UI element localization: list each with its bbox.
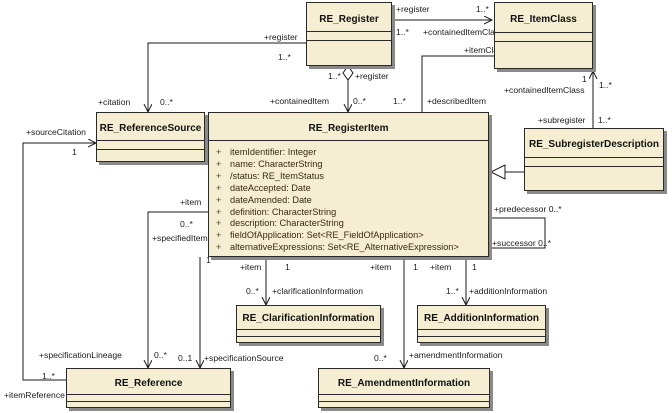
attribute: +definition: CharacterString [216, 206, 337, 217]
mult-amend: 0..* [374, 353, 388, 363]
generalization-triangle [489, 164, 506, 180]
attribute: +dateAmended: Date [216, 194, 312, 205]
assoc-register-referencesource [148, 42, 306, 112]
assoc-registeritem-reference-lineage [148, 211, 208, 368]
label-item-add: +item [430, 262, 451, 272]
label-item-reference: +itemReference [4, 390, 65, 400]
label-addition-information: +additionInformation [469, 286, 547, 296]
class-re-registeritem[interactable]: RE_RegisterItem +itemIdentifier: Integer… [208, 112, 489, 257]
label-contained-item-class-sub: +containedItemClass [504, 85, 585, 95]
mult-clar: 0..* [246, 286, 260, 296]
attribute: +dateAccepted: Date [216, 182, 311, 193]
label-specification-source: +specificationSource [204, 353, 284, 363]
label-specification-lineage: +specificationLineage [39, 350, 122, 360]
attribute: +alternativeExpressions: Set<RE_Alternat… [216, 242, 459, 253]
label-clarification-information: +clarificationInformation [272, 286, 363, 296]
label-register-top: +register [396, 4, 430, 14]
label-described-item: +describedItem [427, 96, 486, 106]
label-item-clar: +item [240, 262, 261, 272]
label-subregister: +subregister [538, 115, 586, 125]
mult-lineage: 0..* [154, 350, 168, 360]
mult-amend-one: 1 [413, 262, 418, 272]
class-name: RE_AdditionInformation [424, 313, 539, 324]
attribute: +fieldOfApplication: Set<RE_FieldOfAppli… [216, 230, 424, 241]
class-re-amendmentinformation[interactable]: RE_AmendmentInformation [318, 368, 490, 408]
mult-clar-one: 1 [285, 262, 290, 272]
mult-item-ref: 0..* [180, 219, 194, 229]
mult-add: 1..* [446, 286, 460, 296]
label-item-ref: +item [180, 197, 201, 207]
class-name: RE_ClarificationInformation [242, 313, 375, 324]
class-re-referencesource[interactable]: RE_ReferenceSource [96, 112, 205, 162]
class-name: RE_RegisterItem [308, 123, 389, 134]
label-amendment-information: +amendmentInformation [409, 350, 503, 360]
label-successor: +successor 0..* [492, 238, 552, 248]
attribute: +itemIdentifier: Integer [216, 147, 317, 157]
attribute: +name: CharacterString [216, 158, 323, 169]
mult-sub-top: 1..* [599, 80, 613, 90]
label-specified-item: +specifiedItem [152, 233, 208, 243]
label-source-citation: +sourceCitation [26, 127, 86, 137]
label-register-left: +register [264, 32, 298, 42]
class-name: RE_Register [319, 14, 379, 25]
mult-agg-bottom: 0..* [353, 96, 367, 106]
mult-described: 1..* [393, 96, 407, 106]
label-register-agg: +register [355, 71, 389, 81]
class-name: RE_AmendmentInformation [337, 378, 471, 389]
mult-add-one: 1 [472, 262, 477, 272]
mult-register-left: 1..* [278, 52, 292, 62]
attribute: +description: CharacterString [216, 218, 344, 229]
class-name: RE_ItemClass [510, 14, 577, 25]
label-citation: +citation [98, 97, 130, 107]
mult-sub-bottom: 1..* [598, 115, 612, 125]
label-item-amend: +item [370, 262, 391, 272]
mult-sub-one: 1 [582, 74, 587, 84]
label-predecessor: +predecessor 0..* [494, 204, 562, 214]
class-name: RE_Reference [114, 378, 183, 389]
assoc-reference-referencesource [22, 143, 96, 381]
mult-register-right: 1..* [396, 27, 410, 37]
label-contained-item: +containedItem [270, 96, 329, 106]
class-re-clarificationinformation[interactable]: RE_ClarificationInformation [236, 305, 381, 343]
mult-spec-one: 1 [206, 255, 211, 265]
class-re-additioninformation[interactable]: RE_AdditionInformation [417, 305, 546, 343]
mult-agg-top: 1..* [328, 71, 342, 81]
mult-01: 0..1 [178, 353, 193, 363]
class-re-register[interactable]: RE_Register [306, 2, 392, 66]
attribute-list: +itemIdentifier: Integer +name: Characte… [209, 147, 459, 254]
label-item-class: +itemClass [464, 45, 507, 55]
mult-itemclass-one: 1 [503, 64, 508, 74]
aggregation-diamond [342, 65, 354, 81]
attribute: +/status: RE_ItemStatus [216, 170, 324, 181]
class-re-itemclass[interactable]: RE_ItemClass [494, 2, 593, 69]
class-name: RE_ReferenceSource [99, 123, 202, 134]
assoc-self-registeritem [489, 217, 546, 249]
label-contained-item-class: +containedItemClass [423, 27, 504, 37]
class-re-subregisterdescription[interactable]: RE_SubregisterDescription [524, 128, 664, 191]
mult-citation: 0..* [160, 97, 174, 107]
class-name: RE_SubregisterDescription [528, 139, 660, 150]
mult-itemref: 1..* [42, 371, 56, 381]
mult-source-one: 1 [72, 147, 77, 157]
mult-itemclass-top: 1..* [476, 4, 490, 14]
class-re-reference[interactable]: RE_Reference [66, 368, 231, 408]
